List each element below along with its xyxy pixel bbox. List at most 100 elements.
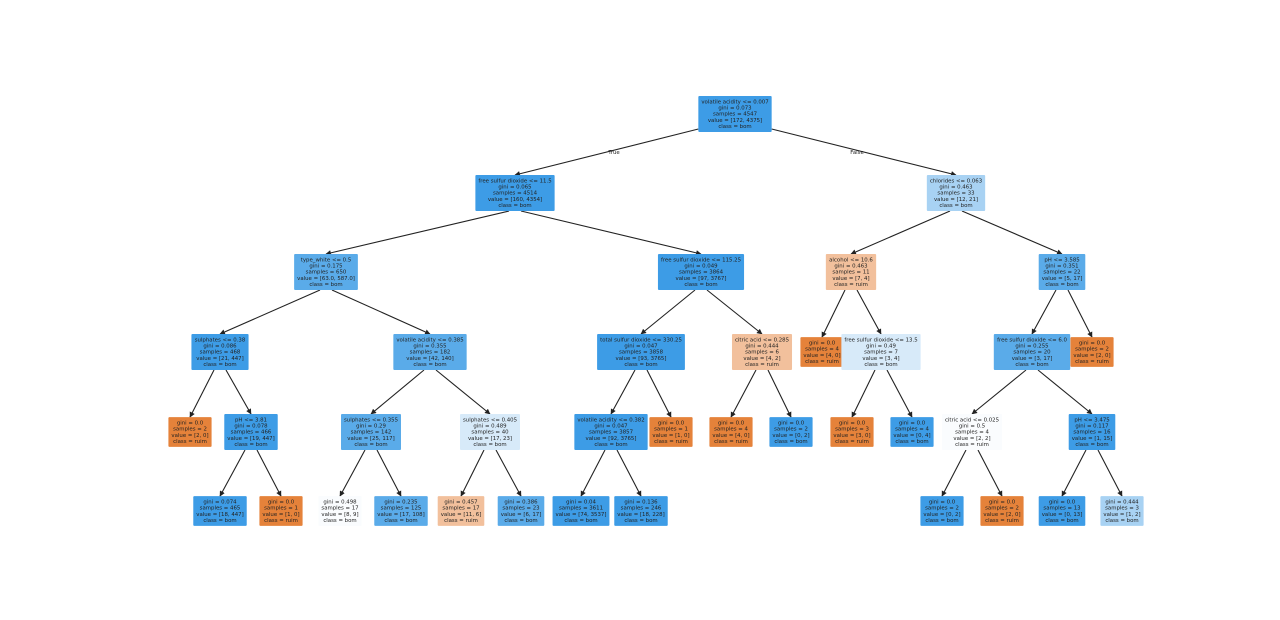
node-line: gini = 0.0: [899, 420, 926, 426]
node-line: free sulfur dioxide <= 11.5: [478, 178, 551, 184]
node-box: [341, 414, 401, 450]
tree-edge: [219, 449, 246, 497]
node-line: samples = 2: [1075, 347, 1109, 353]
node-box: [597, 334, 685, 370]
node-line: citric acid <= 0.285: [735, 337, 789, 343]
node-line: class = ruim: [745, 362, 779, 368]
node-line: gini = 0.117: [1075, 424, 1108, 430]
node-box: [926, 175, 986, 211]
tree-edge: [219, 289, 321, 335]
node-line: value = [1, 0]: [262, 512, 299, 518]
node-line: samples = 142: [351, 430, 392, 436]
node-line: class = ruim: [264, 518, 298, 524]
tree-edge: [370, 369, 425, 415]
node-line: class = ruim: [834, 282, 868, 288]
node-line: samples = 40: [471, 430, 509, 436]
node-line: class = bom: [498, 203, 531, 209]
node-line: samples = 4547: [713, 112, 757, 118]
tree-edge: [325, 210, 510, 256]
node-line: free sulfur dioxide <= 6.0: [997, 337, 1067, 343]
node-line: value = [74, 3537]: [556, 512, 607, 518]
node-line: gini = 0.0: [778, 420, 805, 426]
node-line: class = bom: [1015, 362, 1048, 368]
node-box: [437, 496, 485, 526]
tree-edge: [460, 449, 485, 497]
node-box: [318, 496, 362, 526]
node-box: [374, 496, 428, 526]
node-line: gini = 0.086: [203, 344, 237, 350]
node-line: class = bom: [594, 442, 627, 448]
node-line: chlorides <= 0.063: [930, 178, 982, 184]
node-line: alcohol <= 10.6: [829, 257, 873, 263]
node-line: gini = 0.463: [834, 264, 867, 270]
node-box: [497, 496, 545, 526]
node-box: [193, 496, 247, 526]
node-line: free sulfur dioxide <= 13.5: [844, 337, 917, 343]
tree-edge: [856, 289, 882, 335]
node-line: class = bom: [864, 362, 897, 368]
node-line: gini = 0.0: [658, 420, 685, 426]
node-line: gini = 0.175: [309, 264, 342, 270]
node-line: samples = 7: [864, 350, 898, 356]
tree-edge: [851, 369, 876, 418]
node-line: class = ruim: [714, 439, 748, 445]
node-line: class = bom: [323, 518, 356, 524]
tree-edge: [850, 210, 951, 255]
node-line: gini = 0.457: [444, 499, 477, 505]
node-line: value = [2, 0]: [983, 512, 1020, 518]
node-box: [980, 496, 1024, 526]
tree-edge: [435, 369, 491, 415]
node-line: samples = 3611: [559, 506, 603, 512]
node-line: class = bom: [203, 518, 236, 524]
node-line: value = [0, 4]: [893, 433, 930, 439]
node-line: sulphates <= 0.405: [463, 417, 517, 423]
tree-edge: [977, 449, 1003, 497]
node-line: value = [160, 4354]: [488, 197, 542, 203]
node-line: samples = 13: [1043, 506, 1080, 512]
tree-edge: [514, 128, 699, 177]
node-line: samples = 466: [231, 430, 272, 436]
node-line: class = bom: [203, 362, 236, 368]
node-line: value = [3, 0]: [833, 433, 870, 439]
tree-edge: [495, 449, 522, 497]
node-line: value = [97, 3767]: [676, 276, 727, 282]
node-line: samples = 17: [442, 506, 479, 512]
node-line: samples = 650: [306, 270, 347, 276]
node-box: [841, 334, 921, 370]
node-line: value = [93, 3765]: [616, 356, 667, 362]
node-line: samples = 1: [264, 506, 298, 512]
node-line: value = [92, 3765]: [586, 436, 637, 442]
node-line: type_white <= 0.5: [301, 257, 352, 263]
node-line: value = [18, 228]: [617, 512, 664, 518]
node-line: gini = 0.5: [959, 424, 985, 430]
node-line: value = [5, 17]: [1042, 276, 1083, 282]
node-box: [769, 417, 813, 447]
node-line: class = bom: [354, 442, 387, 448]
node-line: sulphates <= 0.38: [195, 337, 246, 343]
node-line: gini = 0.0: [839, 420, 866, 426]
node-line: gini = 0.078: [234, 424, 268, 430]
edges: [189, 128, 1123, 497]
